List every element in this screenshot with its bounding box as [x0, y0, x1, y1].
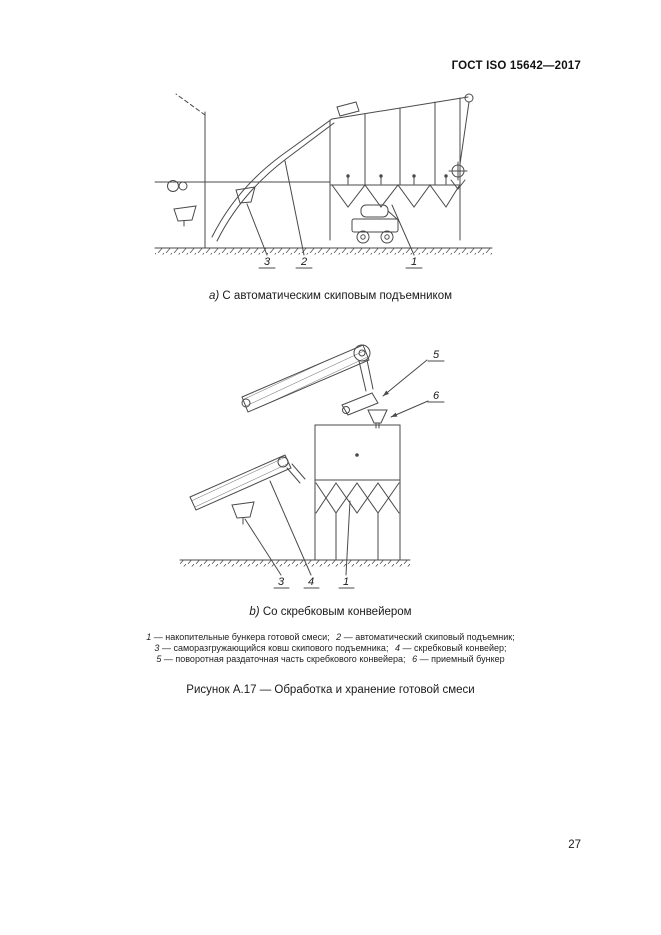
figure-b-label-1: 1: [343, 576, 349, 588]
figure-a-caption-letter: а): [208, 290, 220, 302]
legend-item-1: 1 — накопительные бункера готовой смеси;: [146, 632, 330, 642]
legend-item-2: 2 — автоматический скиповый подъемник;: [336, 632, 515, 642]
drive-machinery: [167, 180, 197, 227]
figure-b-label-4: 4: [308, 576, 314, 588]
figure-a-label-1: 1: [411, 256, 417, 268]
mixer-truck: [351, 204, 399, 244]
figure-a-label-2: 2: [300, 256, 307, 268]
figure-b-drawing: 3 4 1 5 6: [179, 344, 445, 589]
legend-item-4: 4 — скребковый конвейер;: [394, 643, 507, 653]
storage-silo: [329, 97, 461, 241]
legend-line-1: 1 — накопительные бункера готовой смеси;…: [0, 632, 661, 643]
skip-bucket-top: [336, 101, 360, 117]
figure-a-label-3: 3: [264, 256, 271, 268]
figure-title: Рисунок А.17 — Обработка и хранение гото…: [186, 684, 475, 696]
legend-item-6: 6 — приемный бункер: [412, 654, 505, 664]
figure-legend: 1 — накопительные бункера готовой смеси;…: [0, 632, 661, 665]
skip-track: [211, 93, 474, 242]
building-column: [154, 93, 331, 249]
figure-b-label-3: 3: [278, 576, 285, 588]
leader-lines: [244, 360, 445, 589]
callout-arrows: [382, 359, 429, 418]
storage-bin: [314, 424, 401, 561]
page-header: ГОСТ ISO 15642—2017: [451, 60, 581, 72]
scraper-conveyor-lower: [189, 454, 306, 511]
leader-lines: [246, 160, 423, 269]
figure-a-drawing: 3 2 1: [154, 93, 493, 269]
figure-b-caption-letter: b): [249, 606, 260, 618]
skip-bucket-on-track: [235, 186, 256, 204]
skip-bucket: [231, 501, 255, 525]
figure-a-caption-text: С автоматическим скиповым подъемником: [222, 290, 453, 302]
figure-b-caption-text: Со скребковым конвейером: [262, 606, 412, 618]
legend-line-3: 5 — поворотная раздаточная часть скребко…: [0, 654, 661, 665]
legend-item-3: 3 — саморазгружающийся ковш скипового по…: [154, 643, 389, 653]
scraper-conveyor-upper: [241, 344, 374, 413]
figure-b-caption: b) Со скребковым конвейером: [0, 606, 661, 618]
legend-item-5: 5 — поворотная раздаточная часть скребко…: [156, 654, 406, 664]
legend-line-2: 3 — саморазгружающийся ковш скипового по…: [0, 643, 661, 654]
figure-a-caption: а) С автоматическим скиповым подъемником: [0, 290, 661, 302]
figure-b-label-6: 6: [433, 390, 440, 402]
figure-b-label-5: 5: [433, 349, 440, 361]
skip-position-symbol: [448, 161, 468, 190]
rotary-distributor: [341, 392, 379, 416]
page-number: 27: [568, 839, 581, 851]
ground-line: [154, 247, 493, 255]
ground-line: [179, 559, 411, 567]
